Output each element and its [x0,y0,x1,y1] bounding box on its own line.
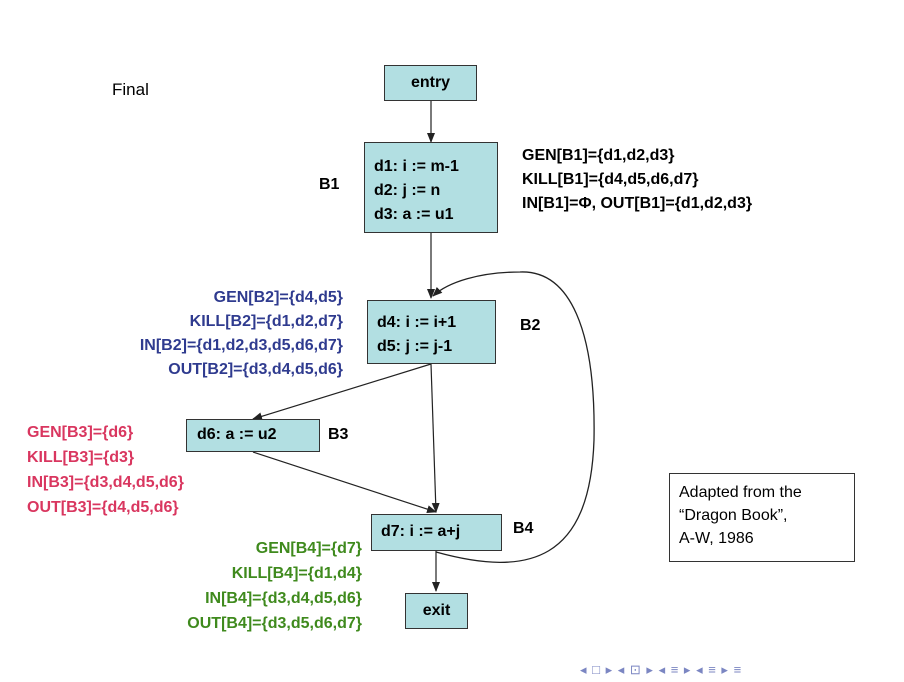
b3-stmt-d6: d6: a := u2 [197,426,277,443]
out-b2: OUT[B2]={d3,d4,d5,d6} [168,361,343,378]
entry-node-label: entry [410,74,451,91]
nav-subsection-icon[interactable]: ◂ ⊡ ▸ [617,662,654,677]
entry-node: entry [384,65,477,101]
block-b3-label: B3 [328,426,349,443]
gen-b4: GEN[B4]={d7} [255,540,362,557]
gen-b3: GEN[B3]={d6} [27,424,134,441]
b1-stmt-d2: d2: j := n [374,182,441,199]
in-b4: IN[B4]={d3,d4,d5,d6} [205,590,362,607]
gen-b1: GEN[B1]={d1,d2,d3} [522,147,675,164]
nav-section-icon[interactable]: ◂ ≡ ▸ [658,662,692,677]
kill-b4: KILL[B4]={d1,d4} [231,565,362,582]
block-b4: d7: i := a+j [371,514,502,551]
kill-b3: KILL[B3]={d3} [27,449,135,466]
exit-node-label: exit [422,602,451,619]
b1-stmt-d3: d3: a := u1 [374,206,454,223]
edge-b2-b4 [430,363,440,513]
source-note-line-2: “Dragon Book”, [679,507,788,524]
b2-stmt-d4: d4: i := i+1 [377,314,457,331]
source-note-line-3: A-W, 1986 [679,530,754,547]
edge-b3-b4 [252,451,437,513]
kill-b1: KILL[B1]={d4,d5,d6,d7} [522,171,699,188]
block-b3: d6: a := u2 [186,419,320,452]
nav-slide-icon[interactable]: ◂ ≡ ▸ [696,662,729,677]
block-b4-label: B4 [513,520,534,537]
block-b1-label: B1 [319,176,340,193]
in-b3: IN[B3]={d3,d4,d5,d6} [27,474,184,491]
beamer-navigation: ◂ □ ▸ ◂ ⊡ ▸ ◂ ≡ ▸ ◂ ≡ ▸ ≡ [580,662,742,678]
in-b2: IN[B2]={d1,d2,d3,d5,d6,d7} [139,337,343,354]
gen-b2: GEN[B2]={d4,d5} [213,289,343,306]
in-out-b1: IN[B1]=Φ, OUT[B1]={d1,d2,d3} [522,195,753,212]
edge-b2-b3 [252,363,432,421]
out-b3: OUT[B3]={d4,d5,d6} [27,499,179,516]
b1-dataflow-sets: GEN[B1]={d1,d2,d3} KILL[B1]={d4,d5,d6,d7… [522,144,752,216]
edge-b4-b2-loop [432,271,595,563]
b1-stmt-d1: d1: i := m-1 [374,158,459,175]
block-b2: d4: i := i+1 d5: j := j-1 [367,300,496,364]
nav-frame-icon[interactable]: ◂ □ ▸ [580,662,614,677]
exit-node: exit [405,593,468,629]
nav-menu-icon[interactable]: ≡ [733,662,743,677]
out-b4: OUT[B4]={d3,d5,d6,d7} [187,615,362,632]
b3-dataflow-sets: GEN[B3]={d6} KILL[B3]={d3} IN[B3]={d3,d4… [27,420,184,520]
block-b1: d1: i := m-1 d2: j := n d3: a := u1 [364,142,498,233]
source-note: Adapted from the “Dragon Book”, A-W, 198… [669,473,855,562]
b4-stmt-d7: d7: i := a+j [381,523,461,540]
b4-dataflow-sets: GEN[B4]={d7} KILL[B4]={d1,d4} IN[B4]={d3… [100,536,362,636]
b2-dataflow-sets: GEN[B2]={d4,d5} KILL[B2]={d1,d2,d7} IN[B… [40,286,343,382]
source-note-line-1: Adapted from the [679,484,802,501]
slide-title: Final [112,80,149,99]
block-b2-label: B2 [520,317,541,334]
kill-b2: KILL[B2]={d1,d2,d7} [189,313,343,330]
b2-stmt-d5: d5: j := j-1 [377,338,453,355]
